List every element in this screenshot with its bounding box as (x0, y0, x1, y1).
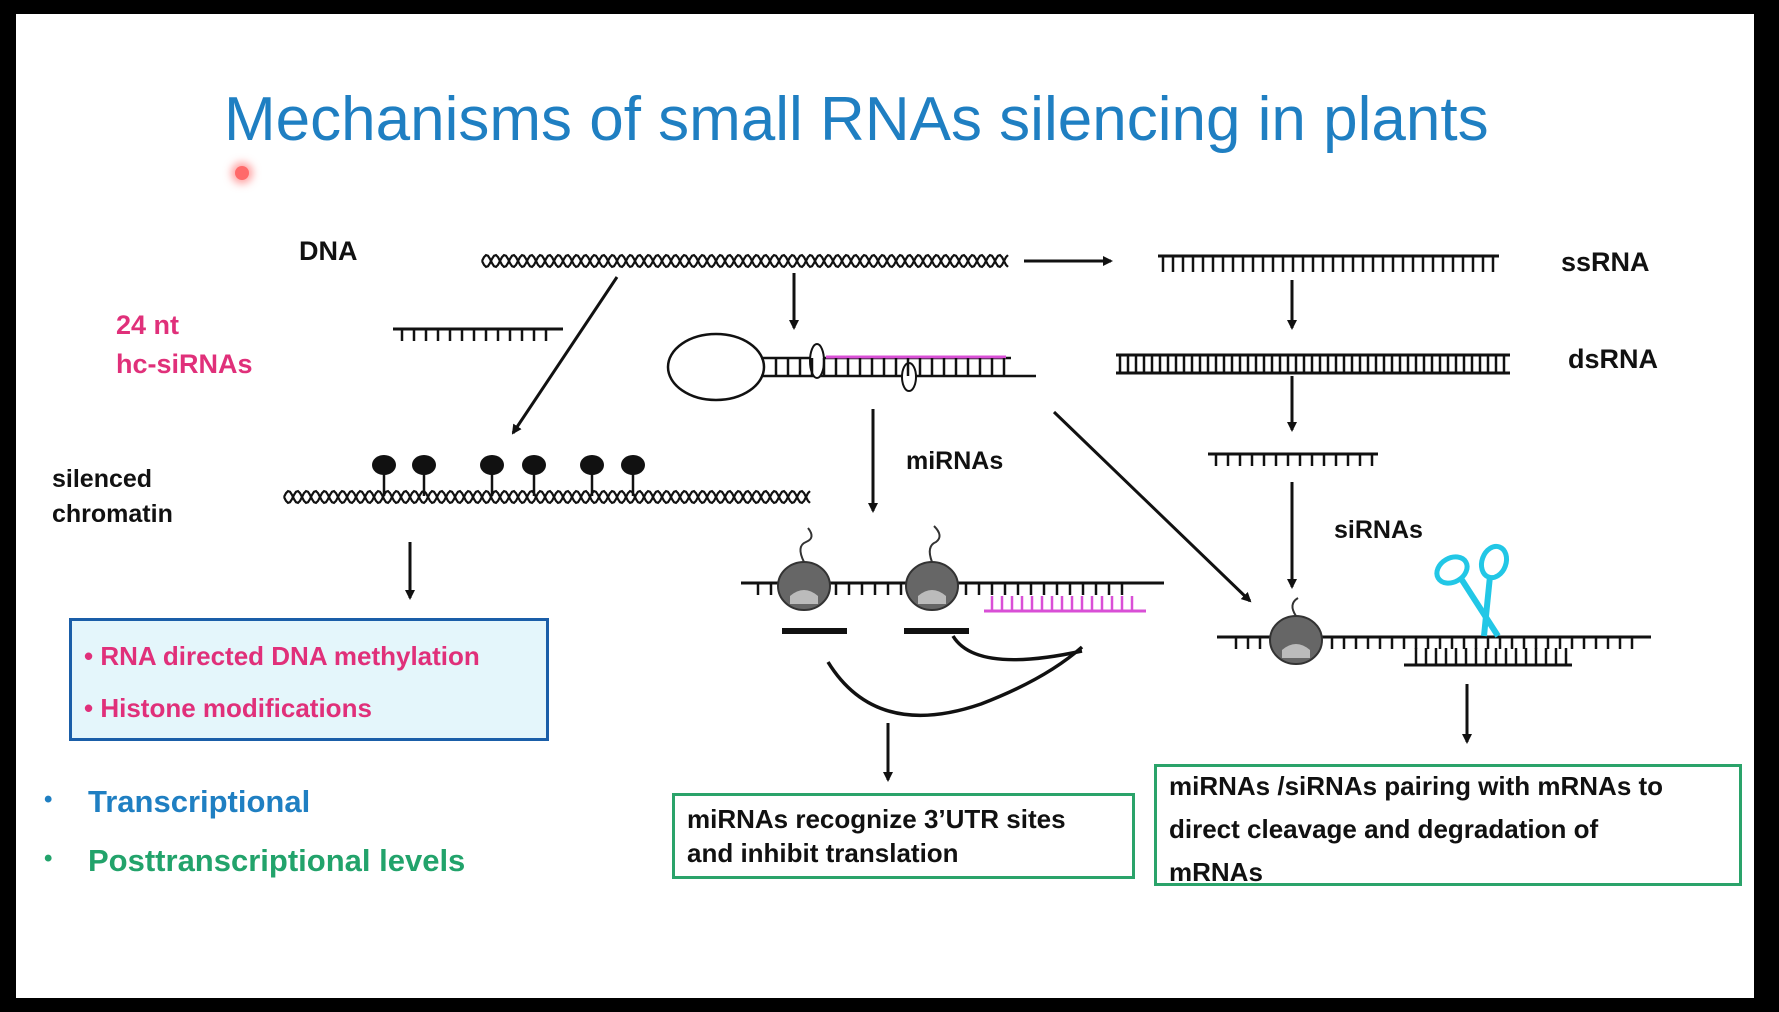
ssrna-strand (1158, 254, 1499, 272)
level-posttranscriptional: • Posttranscriptional levels (44, 843, 465, 878)
cleavage-complex (1217, 543, 1651, 667)
level-bullet: • (44, 786, 53, 813)
slide: Mechanisms of small RNAs silencing in pl… (16, 14, 1754, 998)
arrow-dna-to-chromatin (511, 276, 619, 435)
cleavage-box: miRNAs /siRNAs pairing with mRNAs to dir… (1154, 764, 1742, 887)
mirna-mrna-complex (741, 525, 1164, 718)
dsrna-label: dsRNA (1568, 344, 1659, 374)
mirna-translation-box: miRNAs recognize 3’UTR sites and inhibit… (672, 793, 1135, 879)
methyl-group-icon (412, 455, 436, 475)
tgs-item-methylation: • RNA directed DNA methylation (84, 641, 480, 671)
level-text: Transcriptional (88, 784, 311, 819)
mirnas-label: miRNAs (906, 447, 1004, 475)
chromatin-helix (283, 489, 811, 505)
mirna-box-line1: miRNAs recognize 3’UTR sites (687, 804, 1066, 834)
methyl-group-icon (480, 455, 504, 475)
mechanism-diagram (283, 253, 1651, 782)
dna-helix (481, 253, 1009, 269)
sirnas-label: siRNAs (1334, 516, 1423, 544)
laser-pointer-icon (235, 166, 249, 180)
chromatin-helix-strand (283, 489, 811, 505)
ssrna-label: ssRNA (1561, 247, 1650, 277)
level-bullet: • (44, 845, 53, 872)
tgs-box: • RNA directed DNA methylation • Histone… (69, 618, 549, 741)
methylation-marks (372, 455, 645, 496)
methyl-group-icon (522, 455, 546, 475)
silenced-label-line2: chromatin (52, 500, 173, 528)
nt24-label: 24 nt (116, 310, 180, 340)
scissors-icon (1434, 543, 1510, 638)
hc-sirnas-label: hc-siRNAs (116, 349, 253, 379)
methyl-group-icon (372, 455, 396, 475)
cleavage-box-line1: miRNAs /siRNAs pairing with mRNAs to (1169, 771, 1664, 801)
hc-sirna-duplex (393, 327, 563, 341)
ribosome-icon (905, 525, 959, 611)
level-text: Posttranscriptional levels (88, 843, 466, 878)
dsrna-duplex (1116, 353, 1510, 375)
mirna-box-line2: and inhibit translation (687, 838, 959, 868)
dna-label: DNA (299, 236, 358, 266)
dna-helix-strand (481, 253, 1009, 269)
arrow-hairpin-to-cleavage (1052, 410, 1252, 603)
silenced-label-line1: silenced (52, 465, 153, 493)
cleavage-box-line2: direct cleavage and degradation of (1169, 814, 1599, 844)
pre-mirna-hairpin (666, 332, 1036, 402)
slide-title: Mechanisms of small RNAs silencing in pl… (224, 85, 1489, 154)
ribosome-icon (777, 527, 831, 611)
methyl-group-icon (621, 455, 645, 475)
tgs-item-histone: • Histone modifications (84, 693, 372, 723)
sirna-duplex (1208, 452, 1378, 466)
methyl-group-icon (580, 455, 604, 475)
level-transcriptional: • Transcriptional (44, 784, 310, 819)
cleavage-box-line3: mRNAs (1169, 857, 1263, 887)
ribosome-icon (1269, 597, 1323, 665)
